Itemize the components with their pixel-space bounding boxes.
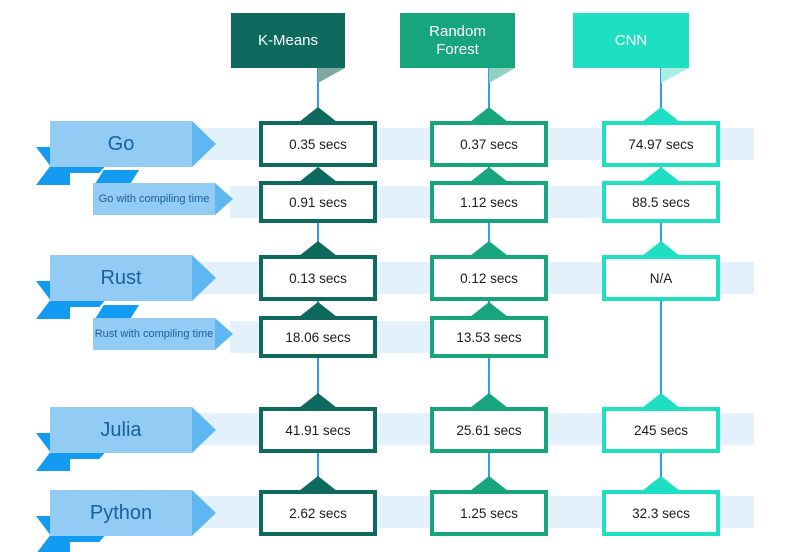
value-rust-random-forest: 0.12 secs <box>460 270 518 286</box>
row-label-go-text: Go <box>107 132 135 155</box>
value-julia-random-forest: 25.61 secs <box>456 422 522 438</box>
pin-triangle-go-cnn <box>642 107 680 122</box>
column-header-cnn: CNN <box>573 13 689 68</box>
pin-triangle-go-compile-cnn <box>642 167 680 182</box>
value-box-julia-random-forest: 25.61 secs <box>430 407 548 453</box>
value-rust-compile-random-forest: 13.53 secs <box>456 329 522 345</box>
value-box-rust-random-forest: 0.12 secs <box>430 255 548 301</box>
row-label-python-text: Python <box>89 501 153 524</box>
pin-triangle-rust-cnn <box>642 241 680 256</box>
column-header-kmeans-label: K-Means <box>257 31 319 49</box>
row-label-julia-text: Julia <box>100 418 142 441</box>
value-box-go-cnn: 74.97 secs <box>602 121 720 167</box>
value-box-go-compile-kmeans: 0.91 secs <box>259 181 377 223</box>
value-box-go-kmeans: 0.35 secs <box>259 121 377 167</box>
value-go-compile-cnn: 88.5 secs <box>632 194 690 210</box>
header-fold-cnn <box>661 68 689 83</box>
value-julia-cnn: 245 secs <box>633 422 689 438</box>
pin-triangle-python-random-forest <box>470 476 508 491</box>
pin-triangle-julia-kmeans <box>299 393 337 408</box>
row-label-go-compile-text: Go with compiling time <box>98 193 210 205</box>
pin-triangle-go-compile-kmeans <box>299 167 337 182</box>
value-box-rust-kmeans: 0.13 secs <box>259 255 377 301</box>
ribbon-fold-strip-rust <box>50 297 108 307</box>
value-rust-compile-kmeans: 18.06 secs <box>285 329 351 345</box>
pin-triangle-rust-compile-kmeans <box>299 302 337 317</box>
row-label-rust-compile-text: Rust with compiling time <box>94 328 214 340</box>
column-header-cnn-label: CNN <box>614 31 648 49</box>
pin-triangle-rust-kmeans <box>299 241 337 256</box>
pin-triangle-rust-random-forest <box>470 241 508 256</box>
value-python-random-forest: 1.25 secs <box>460 505 518 521</box>
value-go-random-forest: 0.37 secs <box>460 136 518 152</box>
header-fold-kmeans <box>318 68 345 83</box>
ribbon-fold-strip-python <box>50 532 108 542</box>
value-rust-kmeans: 0.13 secs <box>289 270 347 286</box>
value-box-rust-cnn: N/A <box>602 255 720 301</box>
value-box-python-random-forest: 1.25 secs <box>430 490 548 536</box>
pin-triangle-go-random-forest <box>470 107 508 122</box>
value-box-julia-cnn: 245 secs <box>602 407 720 453</box>
pin-triangle-julia-cnn <box>642 393 680 408</box>
pin-triangle-python-kmeans <box>299 476 337 491</box>
value-box-rust-compile-kmeans: 18.06 secs <box>259 316 377 358</box>
ribbon-fold-strip-go <box>50 163 108 173</box>
pin-triangle-go-compile-random-forest <box>470 167 508 182</box>
value-box-python-cnn: 32.3 secs <box>602 490 720 536</box>
value-box-julia-kmeans: 41.91 secs <box>259 407 377 453</box>
header-fold-random-forest <box>489 68 515 83</box>
row-label-rust: Rust <box>50 255 192 301</box>
ribbon-fold-rust-compile <box>95 305 139 319</box>
ribbon-fold-strip-julia <box>50 449 108 459</box>
value-rust-cnn: N/A <box>649 270 673 286</box>
row-label-go-compile: Go with compiling time <box>93 183 215 215</box>
column-header-kmeans: K-Means <box>231 13 345 68</box>
value-python-kmeans: 2.62 secs <box>289 505 347 521</box>
pin-triangle-julia-random-forest <box>470 393 508 408</box>
row-label-julia: Julia <box>50 407 192 453</box>
value-go-compile-random-forest: 1.12 secs <box>460 194 518 210</box>
column-header-random-forest: Random Forest <box>400 13 515 68</box>
pin-triangle-rust-compile-random-forest <box>470 302 508 317</box>
value-python-cnn: 32.3 secs <box>632 505 690 521</box>
value-go-compile-kmeans: 0.91 secs <box>289 194 347 210</box>
value-go-cnn: 74.97 secs <box>628 136 694 152</box>
value-box-go-compile-cnn: 88.5 secs <box>602 181 720 223</box>
row-label-rust-compile: Rust with compiling time <box>93 318 215 350</box>
value-box-go-random-forest: 0.37 secs <box>430 121 548 167</box>
value-box-go-compile-random-forest: 1.12 secs <box>430 181 548 223</box>
pin-triangle-go-kmeans <box>299 107 337 122</box>
value-box-rust-compile-random-forest: 13.53 secs <box>430 316 548 358</box>
pin-triangle-python-cnn <box>642 476 680 491</box>
value-go-kmeans: 0.35 secs <box>289 136 347 152</box>
value-box-python-kmeans: 2.62 secs <box>259 490 377 536</box>
row-label-go: Go <box>50 121 192 167</box>
ribbon-fold-go-compile <box>95 170 139 184</box>
column-header-random-forest-label: Random Forest <box>429 23 486 58</box>
value-julia-kmeans: 41.91 secs <box>285 422 351 438</box>
row-label-python: Python <box>50 490 192 536</box>
row-label-rust-text: Rust <box>100 266 142 289</box>
